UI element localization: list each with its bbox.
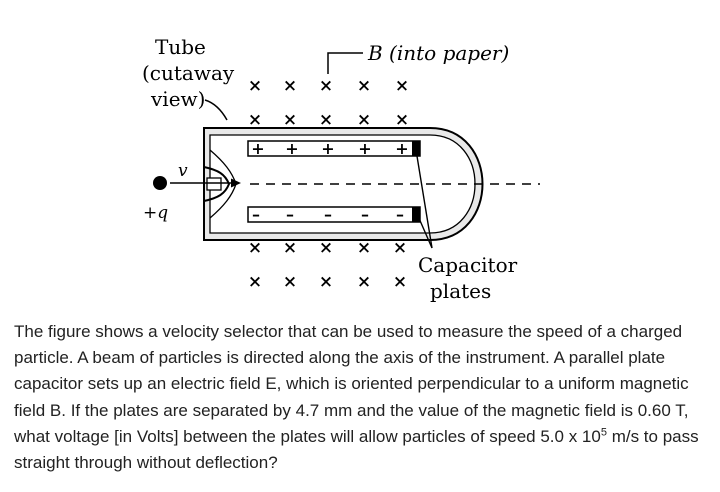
- field-mark: ×: [283, 110, 297, 130]
- negative-charge: –: [252, 205, 260, 224]
- field-mark: ×: [393, 238, 407, 258]
- negative-charge: –: [396, 205, 404, 224]
- capacitor-plate-positive: + + + + +: [247, 139, 421, 158]
- field-marks-bottom: × × × × × × × × × ×: [248, 238, 407, 292]
- velocity-label: v: [178, 161, 188, 181]
- charge-label: +q: [143, 203, 168, 223]
- question-text: The figure shows a velocity selector tha…: [14, 319, 704, 476]
- field-mark: ×: [395, 110, 409, 130]
- capacitor-plate-negative: – – – – –: [247, 205, 421, 224]
- capacitor-leader-bottom: [417, 215, 433, 249]
- field-leader-line: [327, 52, 363, 74]
- capacitor-label-line1: Capacitor: [418, 253, 518, 277]
- velocity-selector-diagram: Tube (cutaway view) B (into paper) × × ×…: [142, 35, 540, 303]
- field-mark: ×: [319, 76, 333, 96]
- capacitor-leader-top: [415, 149, 433, 249]
- field-mark: ×: [357, 110, 371, 130]
- field-mark: ×: [393, 272, 407, 292]
- field-mark: ×: [248, 76, 262, 96]
- field-mark: ×: [395, 76, 409, 96]
- question-exponent: 5: [600, 426, 607, 439]
- question-ending: m/s to pass straight through without def…: [14, 426, 699, 473]
- field-mark: ×: [319, 110, 333, 130]
- field-mark: ×: [283, 238, 297, 258]
- positive-charge: +: [285, 139, 298, 158]
- question-body: The figure shows a velocity selector tha…: [14, 322, 689, 446]
- field-mark: ×: [357, 272, 371, 292]
- positive-charge: +: [251, 139, 264, 158]
- field-mark: ×: [357, 76, 371, 96]
- particle: [153, 176, 167, 190]
- negative-charge: –: [286, 205, 294, 224]
- tube-label-line2: (cutaway: [142, 61, 235, 85]
- velocity-arrowhead: [231, 178, 241, 188]
- field-mark: ×: [248, 238, 262, 258]
- tube-label-line3: view): [150, 87, 205, 111]
- positive-charge: +: [321, 139, 334, 158]
- field-mark: ×: [283, 272, 297, 292]
- tube-leader-line: [204, 99, 228, 121]
- field-mark: ×: [248, 110, 262, 130]
- negative-charge: –: [324, 205, 332, 224]
- positive-charge: +: [358, 139, 371, 158]
- field-mark: ×: [319, 238, 333, 258]
- field-mark: ×: [319, 272, 333, 292]
- field-mark: ×: [357, 238, 371, 258]
- tube-label-line1: Tube: [155, 35, 206, 59]
- positive-charge: +: [395, 139, 408, 158]
- field-mark: ×: [248, 272, 262, 292]
- field-label: B (into paper): [367, 41, 509, 65]
- negative-charge: –: [361, 205, 369, 224]
- field-marks-top: × × × × × × × × × ×: [248, 76, 409, 130]
- field-mark: ×: [283, 76, 297, 96]
- capacitor-label-line2: plates: [430, 279, 491, 303]
